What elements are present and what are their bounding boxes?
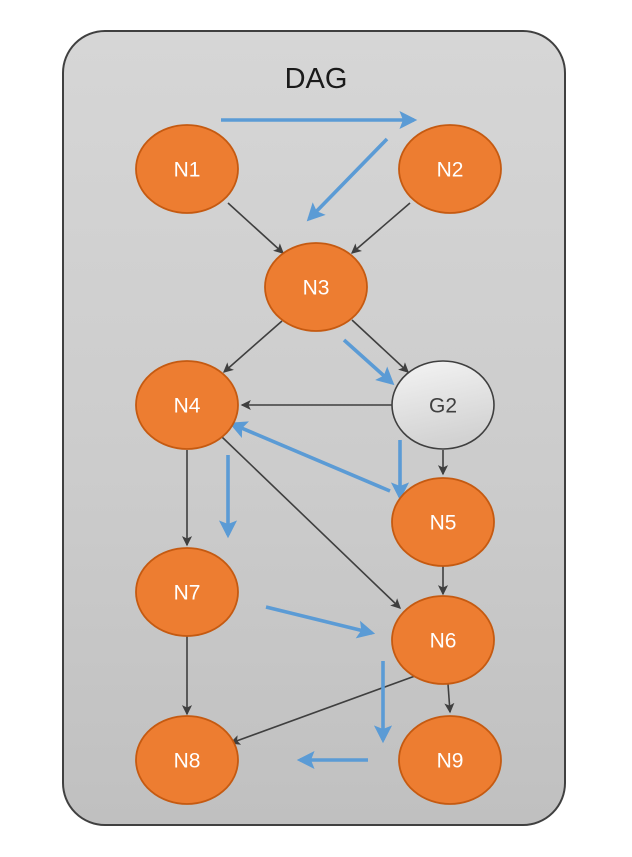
node-shape-g2: [391, 360, 495, 450]
graph-edge-n6-to-n9: [444, 683, 455, 714]
traversal-arrow-layer: [218, 110, 418, 770]
traversal-arrow-n5-to-n4: [229, 421, 391, 493]
node-label-n4: N4: [174, 395, 201, 418]
node-shape-n7: [135, 547, 239, 637]
graph-node-n8[interactable]: N8: [135, 715, 239, 805]
graph-edge-n3-to-g2: [351, 319, 410, 373]
graph-node-n9[interactable]: N9: [398, 715, 502, 805]
traversal-arrow-n3-to-g2: [342, 338, 395, 386]
page-title: DAG: [285, 63, 348, 95]
node-shape-n2: [398, 124, 502, 214]
traversal-arrow-n2-to-n3: [306, 137, 389, 222]
graph-edge-n3-to-n4: [222, 320, 283, 373]
node-shape-n9: [398, 715, 502, 805]
graph-edge-n4-to-n6: [221, 436, 402, 609]
node-label-n5: N5: [430, 512, 457, 535]
node-shape-n1: [135, 124, 239, 214]
graph-node-n1[interactable]: N1: [135, 124, 239, 214]
node-label-n3: N3: [303, 277, 330, 300]
traversal-arrow-n7-to-n6: [265, 605, 376, 639]
graph-node-n7[interactable]: N7: [135, 547, 239, 637]
graph-node-n4[interactable]: N4: [135, 360, 239, 450]
node-label-n6: N6: [430, 630, 457, 653]
node-shape-n6: [391, 595, 495, 685]
node-label-n9: N9: [437, 750, 464, 773]
node-label-g2: G2: [429, 395, 457, 418]
node-shape-n8: [135, 715, 239, 805]
graph-edge-n1-to-n3: [227, 202, 285, 254]
graph-node-n3[interactable]: N3: [264, 242, 368, 332]
graph-node-n6[interactable]: N6: [391, 595, 495, 685]
node-shape-n3: [264, 242, 368, 332]
node-shape-n5: [391, 477, 495, 567]
graph-node-g2[interactable]: G2: [391, 360, 495, 450]
node-label-n2: N2: [437, 159, 464, 182]
node-label-n8: N8: [174, 750, 201, 773]
node-label-n1: N1: [174, 159, 201, 182]
node-shape-n4: [135, 360, 239, 450]
graph-edge-n2-to-n3: [350, 202, 411, 254]
graph-node-n5[interactable]: N5: [391, 477, 495, 567]
node-label-n7: N7: [174, 582, 201, 605]
graph-node-n2[interactable]: N2: [398, 124, 502, 214]
